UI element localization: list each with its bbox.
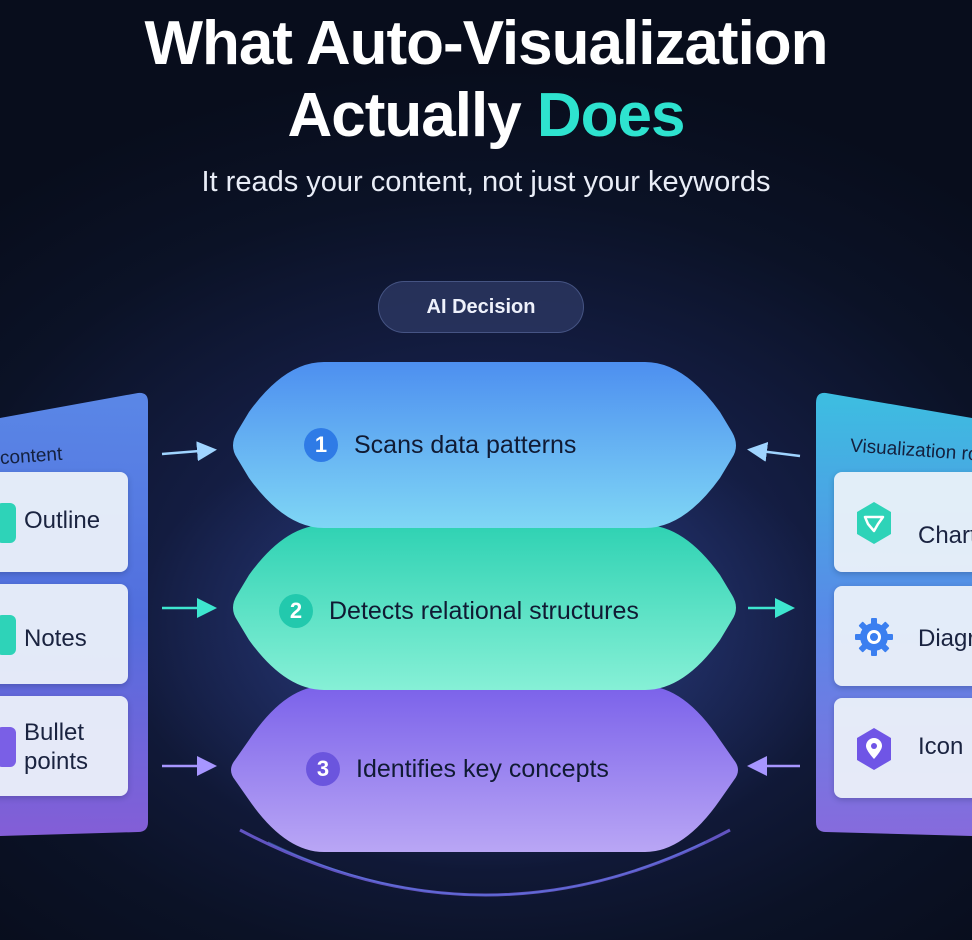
bottom-arc [239,828,731,897]
left-card-notes: Notes [0,584,128,684]
right-card-chart: Chart [834,472,972,572]
bullet-points-icon [0,724,28,770]
step-3-label: Identifies key concepts [356,754,609,783]
step-2: 2 Detects relational structures [279,594,639,628]
arrow-right-1 [747,441,801,462]
left-card-bullet-label-1: Bullet [24,719,85,746]
right-card-icon: Icon [834,698,972,798]
left-card-notes-label: Notes [24,625,87,652]
title-line-1: What Auto-Visualization [144,9,828,78]
step-3: 3 Identifies key concepts [306,752,609,786]
step-1-label: Scans data patterns [354,430,577,459]
page-title-line-2: Actually Does [0,78,972,154]
arrow-left-1 [161,441,217,462]
page-title: What Auto-Visualization [0,6,972,82]
location-pin-icon [854,726,894,772]
left-card-bullet-points: Bullet points [0,696,128,796]
step-3-number: 3 [306,752,340,786]
gear-icon [854,614,894,660]
step-1-number: 1 [304,428,338,462]
step-2-label: Detects relational structures [329,596,639,625]
ai-decision-pill: AI Decision [378,281,584,333]
right-card-diagram-label: Diagr [918,625,972,652]
chart-icon [854,500,894,546]
outline-icon [0,500,28,546]
notes-icon [0,612,28,658]
left-card-bullet-label-2: points [24,748,89,775]
left-panel-title: content [0,443,63,470]
step-1: 1 Scans data patterns [304,428,576,462]
step-3-hexagon [231,686,738,852]
right-card-diagram: Diagr [834,586,972,686]
right-card-chart-label: Chart [918,522,972,549]
bottom-arc-inner [267,841,706,896]
ai-decision-label: AI Decision [426,295,536,318]
subtitle: It reads your content, not just your key… [201,166,771,198]
step-2-hexagon [233,525,736,690]
step-1-hexagon [233,362,736,528]
step-2-number: 2 [279,594,313,628]
right-card-icon-label: Icon [918,733,964,760]
left-card-outline: Outline [0,472,128,572]
title-highlight: Does [536,81,686,150]
left-card-outline-label: Outline [24,507,101,534]
title-line-2-prefix: Actually [287,81,537,150]
